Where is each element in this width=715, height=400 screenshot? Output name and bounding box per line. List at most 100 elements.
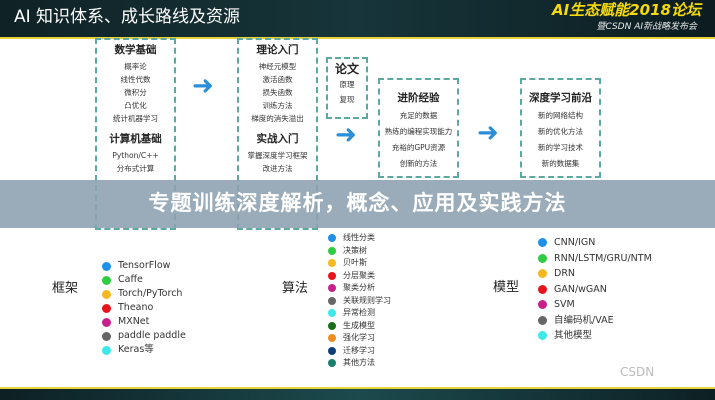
bullet-dot-icon — [538, 284, 547, 294]
bullet-dot-icon — [538, 315, 547, 325]
legend-item: Theano — [102, 301, 186, 315]
legend-item-label: 其他方法 — [343, 358, 375, 367]
legend-item-label: 迁移学习 — [343, 345, 375, 355]
legend-item-label: 聚类分析 — [343, 283, 375, 292]
bullet-dot-icon — [538, 238, 547, 248]
legend-item: Caffe — [102, 273, 186, 287]
legend-item: 迁移学习 — [328, 345, 391, 358]
legend-item-label: CNN/IGN — [554, 237, 596, 248]
bullet-dot-icon — [328, 309, 336, 318]
legend-item-label: 生成模型 — [343, 320, 375, 330]
legend-item: Torch/PyTorch — [102, 287, 186, 301]
legend-item: DRN — [538, 266, 652, 282]
box-item: 微积分 — [124, 88, 147, 97]
bullet-dot-icon — [328, 284, 336, 293]
box-title: 数学基础 — [114, 44, 157, 56]
legend-item: 关联规则学习 — [328, 295, 391, 308]
box-item: 损失函数 — [262, 88, 293, 97]
legend-item-label: 线性分类 — [343, 233, 375, 242]
divider — [0, 37, 715, 39]
box-item: 复现 — [339, 95, 355, 104]
frameworks-label: 框架 — [52, 281, 79, 296]
legend-item-label: paddle paddle — [118, 330, 186, 341]
legend-item: 线性分类 — [328, 232, 391, 245]
arrow-right-icon: ➜ — [192, 71, 214, 101]
legend-item: 其他方法 — [328, 357, 391, 370]
bullet-dot-icon — [102, 345, 111, 355]
box-title: 论文 — [334, 62, 359, 76]
box-item: 统计机器学习 — [113, 114, 158, 123]
bullet-dot-icon — [328, 359, 336, 368]
header-title: AI 知识体系、成长路线及资源 — [14, 7, 241, 27]
box-item: 充裕的GPU资源 — [391, 143, 446, 152]
bullet-dot-icon — [102, 289, 111, 299]
bullet-dot-icon — [328, 334, 336, 343]
box-item: 新的优化方法 — [538, 127, 583, 136]
legend-item-label: TensorFlow — [118, 260, 171, 271]
banner-title: 专题训练深度解析，概念、应用及实践方法 — [0, 180, 715, 228]
legend-item-label: 强化学习 — [343, 333, 375, 342]
legend-item: 生成模型 — [328, 320, 391, 333]
advanced-box: 进阶经验 充足的数据熟练的编程实现能力充裕的GPU资源创新的方法 — [378, 78, 459, 178]
legend-item: TensorFlow — [102, 259, 186, 273]
legend-item-label: DRN — [554, 268, 576, 279]
legend-item-label: RNN/LSTM/GRU/NTM — [554, 252, 652, 264]
legend-item-label: 分层聚类 — [343, 270, 375, 280]
paper-box: 论文 原理复现 — [326, 57, 368, 119]
legend-item: CNN/IGN — [538, 235, 652, 251]
bullet-dot-icon — [102, 275, 111, 285]
legend-item-label: MXNet — [118, 316, 150, 327]
bullet-dot-icon — [102, 331, 111, 341]
legend-item: 其他模型 — [538, 328, 652, 344]
legend-item-label: SVM — [554, 299, 575, 310]
header: AI 知识体系、成长路线及资源 AI生态赋能2018论坛 暨CSDN AI新战略… — [0, 0, 715, 37]
legend-item: 强化学习 — [328, 332, 391, 345]
bullet-dot-icon — [328, 259, 336, 268]
bullet-dot-icon — [102, 261, 111, 271]
brand-logo: AI生态赋能2018论坛 — [552, 1, 701, 19]
legend-item-label: 自编码机/VAE — [554, 314, 614, 326]
legend-item-label: Theano — [118, 302, 154, 313]
legend-item-label: Caffe — [118, 274, 143, 285]
box-item: 改进方法 — [262, 164, 293, 173]
legend-item: GAN/wGAN — [538, 282, 652, 298]
box-item: 训练方法 — [262, 101, 293, 110]
legend-item-label: Torch/PyTorch — [118, 288, 183, 299]
csdn-watermark: CSDN — [620, 365, 655, 379]
box-item: 激活函数 — [262, 75, 293, 84]
math-cs-box: 数学基础 概率论线性代数微积分凸优化统计机器学习 计算机基础 Python/C+… — [95, 38, 176, 230]
box-title: 深度学习前沿 — [529, 92, 592, 104]
footer-band — [0, 387, 715, 400]
legend-item-label: GAN/wGAN — [554, 283, 607, 295]
bullet-dot-icon — [328, 271, 336, 280]
box-item: 掌握深度学习框架 — [247, 151, 308, 160]
legend-item: SVM — [538, 297, 652, 313]
legend-item: 分层聚类 — [328, 270, 391, 283]
bullet-dot-icon — [538, 300, 547, 310]
bullet-dot-icon — [328, 321, 336, 330]
bullet-dot-icon — [102, 303, 111, 313]
box-item: 梯度的消失溢出 — [251, 114, 304, 123]
box-item: 新的数据集 — [541, 159, 580, 168]
box-title: 理论入门 — [256, 44, 299, 56]
legend-item-label: 关联规则学习 — [343, 295, 391, 305]
bullet-dot-icon — [538, 331, 547, 341]
box-title: 实战入门 — [256, 133, 299, 145]
box-item: 神经元模型 — [258, 62, 297, 71]
legend-item-label: Keras等 — [118, 344, 154, 355]
frontier-box: 深度学习前沿 新的网络结构新的优化方法新的学习技术新的数据集 — [520, 78, 601, 178]
box-item: Python/C++ — [112, 151, 159, 160]
legend-item: 异常检测 — [328, 307, 391, 320]
box-item: 新的学习技术 — [538, 143, 583, 152]
legend-item: 贝叶斯 — [328, 257, 391, 270]
box-item: 概率论 — [124, 62, 147, 71]
bullet-dot-icon — [328, 234, 336, 243]
algorithms-label: 算法 — [282, 281, 309, 296]
bullet-dot-icon — [328, 346, 336, 355]
box-item: 线性代数 — [120, 75, 151, 84]
legend-item-label: 其他模型 — [554, 330, 593, 341]
box-item: 分布式计算 — [116, 164, 155, 173]
bullet-dot-icon — [538, 253, 547, 263]
legend-item: RNN/LSTM/GRU/NTM — [538, 251, 652, 267]
legend-item: paddle paddle — [102, 329, 186, 343]
